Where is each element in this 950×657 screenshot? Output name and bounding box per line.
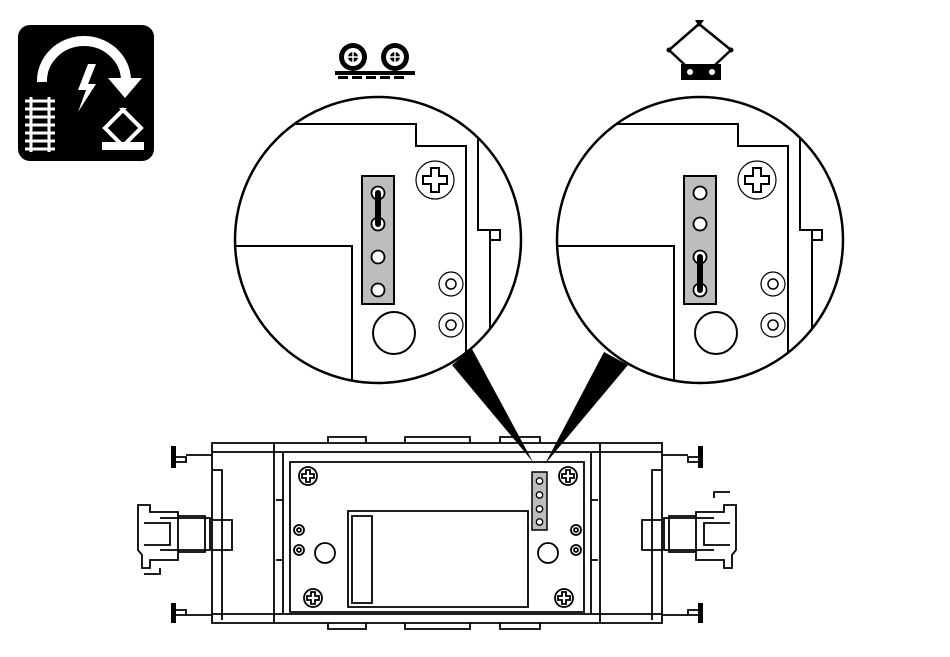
locomotive-underside bbox=[138, 437, 736, 629]
selector-plate bbox=[684, 176, 716, 304]
callout-pointer-left bbox=[452, 349, 533, 462]
power-changeover-icon bbox=[18, 25, 154, 161]
selector-plate bbox=[362, 176, 394, 304]
callout-pointer-right bbox=[545, 352, 628, 464]
pantograph-icon bbox=[667, 20, 734, 80]
wheels-on-rail-icon bbox=[335, 43, 415, 79]
detail-view-catenary-power bbox=[540, 97, 843, 400]
selector-plate-overview bbox=[532, 472, 547, 530]
bogie-pins bbox=[171, 446, 703, 623]
